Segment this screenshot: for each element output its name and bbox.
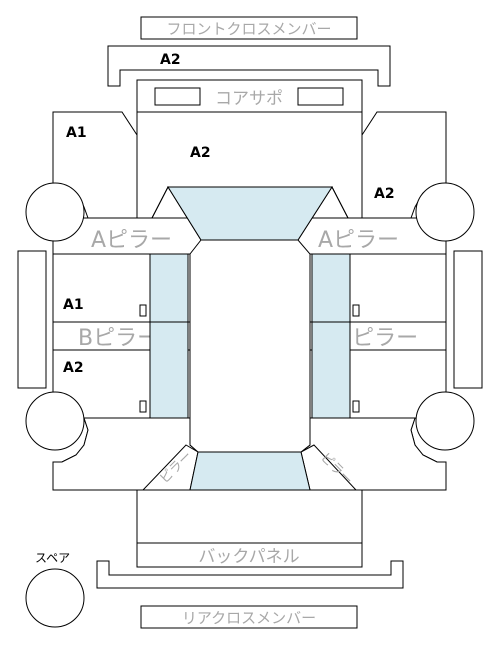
right-front-door-handle: [352, 304, 360, 317]
rear-cross-member-label: リアクロスメンバー: [182, 609, 316, 627]
grade-front-member: A2: [160, 52, 181, 68]
right-rear-door-handle: [352, 400, 360, 413]
back-panel-label: バックパネル: [198, 547, 299, 567]
front-left-wheel[interactable]: [25, 182, 85, 242]
right-side-skirt[interactable]: [453, 250, 483, 389]
b-pillar-left-label: Bピラー: [78, 326, 159, 351]
rear-member-frame[interactable]: [96, 560, 404, 589]
front-cross-member-label: フロントクロスメンバー: [166, 20, 331, 38]
right-side-windows[interactable]: [311, 253, 351, 419]
trunk-panel[interactable]: [136, 489, 363, 544]
grade-left-front: A1: [66, 125, 87, 141]
a-pillar-left-label: Aピラー: [91, 228, 172, 253]
front-member-frame[interactable]: [107, 45, 391, 87]
rear-right-wheel[interactable]: [415, 391, 475, 451]
core-support-right-slot: [297, 87, 344, 106]
back-panel-box[interactable]: [136, 542, 363, 568]
roof-panel[interactable]: [189, 239, 311, 453]
left-side-windows[interactable]: [149, 253, 189, 419]
spare-label: スペア: [35, 551, 70, 565]
grade-right-front: A2: [374, 186, 395, 202]
rear-window[interactable]: [189, 451, 311, 491]
rear-left-wheel[interactable]: [25, 391, 85, 451]
grade-left-door-front: A1: [63, 297, 84, 313]
left-rear-door-handle: [139, 400, 147, 413]
front-right-wheel[interactable]: [415, 182, 475, 242]
grade-hood: A2: [190, 145, 211, 161]
spare-tire[interactable]: [25, 568, 85, 628]
left-side-skirt[interactable]: [17, 250, 47, 389]
grade-left-door-rear: A2: [63, 360, 84, 376]
a-pillar-right-label: Aピラー: [318, 228, 399, 253]
core-support-left-slot: [154, 87, 201, 106]
front-cross-member-box[interactable]: [140, 16, 358, 40]
left-front-door-handle: [139, 304, 147, 317]
rear-cross-member-box[interactable]: [140, 605, 358, 629]
b-pillar-right-label: Bピラー: [337, 326, 418, 351]
core-support-label: コアサポ: [215, 89, 283, 109]
